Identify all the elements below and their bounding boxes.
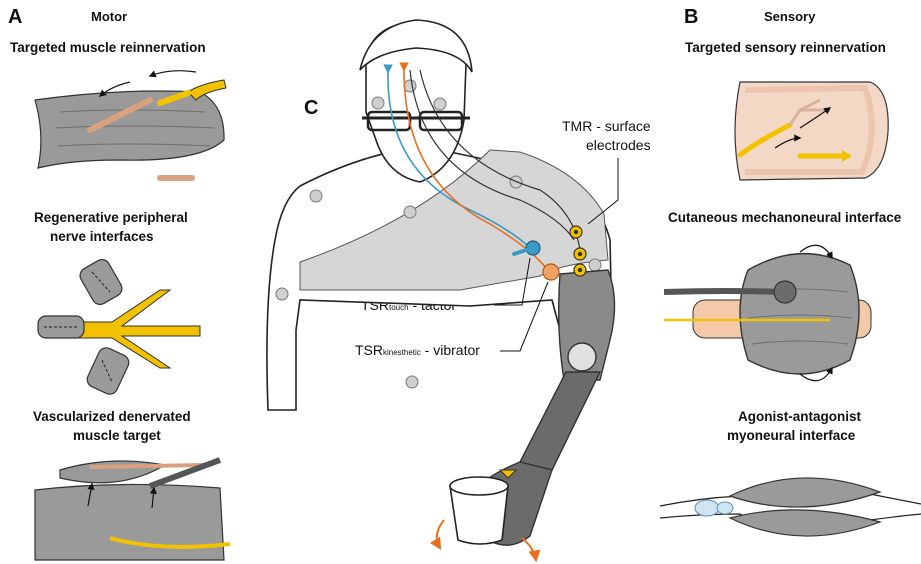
rpni-illustration [38,257,200,397]
cmi-illustration [664,245,871,380]
ami-illustration [660,478,921,536]
tsr-illustration [735,82,888,180]
vdmt-illustration [35,460,230,560]
person-illustration [267,20,618,560]
tmr-illustration [35,71,226,178]
